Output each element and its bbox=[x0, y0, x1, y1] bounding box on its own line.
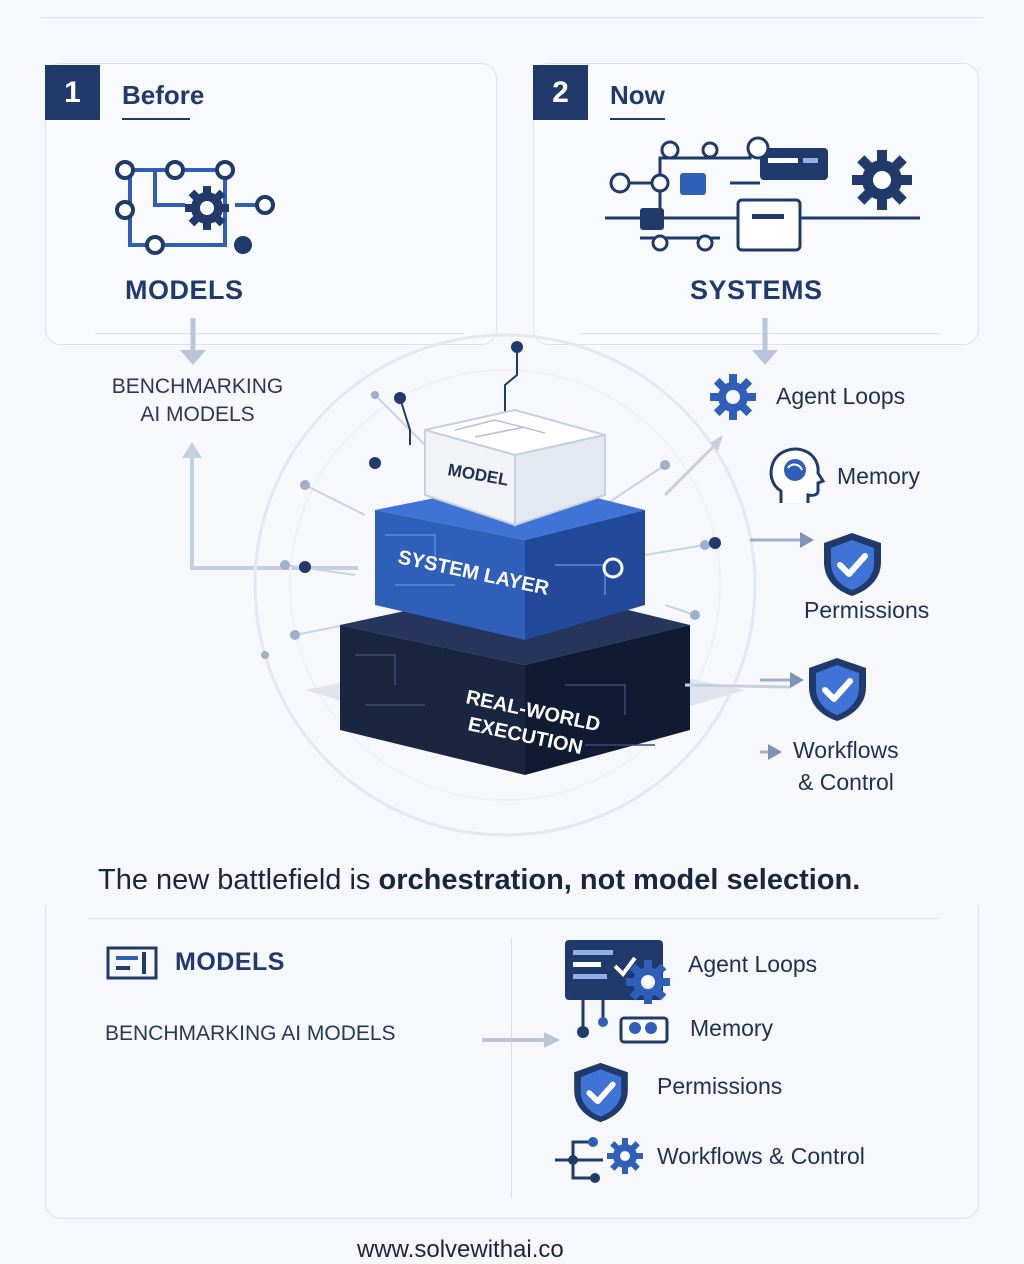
now-down-arrow-icon bbox=[752, 318, 778, 365]
now-feature-agent-loops: Agent Loops bbox=[776, 383, 906, 409]
benchmark-label-line2: AI MODELS bbox=[140, 403, 255, 426]
agent-loops-gear-icon bbox=[710, 374, 756, 420]
tagline-divider bbox=[88, 918, 938, 919]
before-divider bbox=[95, 333, 465, 334]
before-title: Before bbox=[122, 80, 205, 110]
now-feature-memory: Memory bbox=[837, 463, 921, 489]
now-feature-workflows-line1: Workflows bbox=[793, 737, 899, 763]
models-panel-icon bbox=[106, 946, 158, 980]
summary-feature-permissions: Permissions bbox=[657, 1073, 783, 1099]
tagline-bold: orchestration, not model selection. bbox=[378, 864, 861, 896]
now-feature-permissions: Permissions bbox=[804, 597, 930, 623]
summary-benchmark-label: BENCHMARKING AI MODELS bbox=[105, 1022, 396, 1045]
summary-feature-memory: Memory bbox=[690, 1015, 774, 1041]
summary-feature-agent-loops: Agent Loops bbox=[688, 951, 818, 977]
permissions-shield-check-icon bbox=[824, 533, 881, 596]
summary-card bbox=[45, 905, 979, 1219]
before-title-underline bbox=[122, 118, 190, 120]
systems-network-icon bbox=[605, 136, 920, 252]
workflows-shield-check-icon bbox=[809, 658, 866, 721]
models-network-icon bbox=[115, 160, 275, 255]
feature-arrows bbox=[750, 532, 814, 760]
top-divider bbox=[40, 17, 984, 18]
now-step-badge: 2 bbox=[533, 65, 588, 120]
summary-workflows-icon bbox=[555, 1137, 643, 1183]
footer-url[interactable]: www.solvewithai.co bbox=[357, 1236, 564, 1263]
summary-models-label: MODELS bbox=[175, 948, 285, 976]
now-title: Now bbox=[610, 80, 665, 110]
benchmark-label-line1: BENCHMARKING bbox=[111, 375, 284, 398]
before-models-heading: MODELS bbox=[125, 275, 244, 305]
tagline: The new battlefield is orchestration, no… bbox=[98, 864, 860, 897]
orchestration-stack-diagram: REAL-WORLD EXECUTION SYSTEM LAYER MODEL bbox=[253, 333, 791, 837]
now-divider bbox=[580, 333, 940, 334]
now-systems-heading: SYSTEMS bbox=[690, 275, 823, 305]
summary-agent-loops-icon bbox=[565, 940, 670, 1044]
now-feature-workflows-line2: & Control bbox=[798, 769, 894, 795]
before-step-badge: 1 bbox=[45, 65, 100, 120]
summary-feature-workflows: Workflows & Control bbox=[657, 1143, 865, 1169]
summary-vertical-divider bbox=[511, 938, 512, 1198]
memory-brain-head-icon bbox=[769, 447, 826, 503]
tagline-plain: The new battlefield is bbox=[98, 864, 379, 896]
now-title-underline bbox=[610, 118, 665, 120]
before-down-arrow-icon bbox=[180, 318, 206, 365]
summary-permissions-shield-icon bbox=[574, 1062, 628, 1123]
summary-right-arrow-icon bbox=[482, 1032, 560, 1048]
